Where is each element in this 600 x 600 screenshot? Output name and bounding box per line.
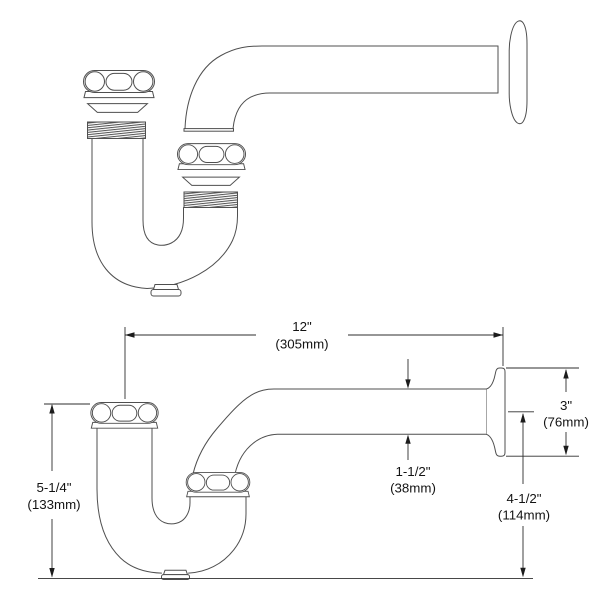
slip-nut-outlet xyxy=(176,143,247,171)
dimension-label: 12" xyxy=(292,319,312,334)
wall-bend-outer-wall xyxy=(184,45,499,130)
cleanout-collar xyxy=(152,284,180,290)
wall-bend-inner-wall xyxy=(234,433,487,475)
dimension-label-metric: (305mm) xyxy=(275,337,328,352)
slip-washer-outlet xyxy=(182,176,240,186)
arrowhead-left xyxy=(125,332,135,338)
dimension-trap-depth: 5-1/4" (133mm) xyxy=(27,403,90,578)
dimension-label: 5-1/4" xyxy=(36,480,71,495)
slip-nut-inlet xyxy=(83,70,155,99)
dimension-outlet-height: 4-1/2" (114mm) xyxy=(498,411,550,578)
arrowhead-up xyxy=(520,413,526,423)
dimension-label-metric: (114mm) xyxy=(498,508,550,523)
cleanout-plug xyxy=(161,569,190,580)
wall-bend-inner-wall xyxy=(232,92,499,130)
j-bend-outer-wall-left xyxy=(96,428,162,574)
arrowhead-up xyxy=(405,434,411,444)
cleanout-plug xyxy=(150,284,182,297)
j-bend-outer-wall xyxy=(91,138,238,290)
arrowhead-down xyxy=(49,568,55,578)
arrowhead-up xyxy=(563,369,569,379)
dimension-label: 1-1/2" xyxy=(395,464,430,479)
dimension-label: 3" xyxy=(560,398,572,413)
dimension-overall-length: 12" (305mm) xyxy=(124,319,504,399)
wall-bend-outer-wall xyxy=(192,388,487,475)
slip-nut-inlet xyxy=(90,401,159,429)
j-bend-inner-wall xyxy=(142,138,184,246)
dimension-label-metric: (133mm) xyxy=(27,497,80,512)
cleanout-collar xyxy=(162,569,189,576)
arrowhead-up xyxy=(49,404,55,414)
cleanout-cap xyxy=(150,289,182,297)
slip-washer-inlet xyxy=(87,103,148,113)
wall-flange xyxy=(508,20,528,125)
thread-collar-outlet xyxy=(183,191,238,208)
arrowhead-down xyxy=(405,379,411,389)
arrowhead-down xyxy=(520,567,526,578)
wall-bend-opening-rim xyxy=(183,128,234,132)
exploded-view xyxy=(83,20,528,297)
wall-flange xyxy=(486,367,506,457)
dimension-pipe-diameter: 1-1/2" (38mm) xyxy=(390,359,436,496)
dimensions: 12" (305mm) 5-1/4" (133mm) 3" (76mm) xyxy=(27,319,589,580)
arrowhead-right xyxy=(493,332,503,338)
dimension-label-metric: (76mm) xyxy=(543,415,589,430)
j-bend-outer-wall-right xyxy=(188,495,247,574)
j-bend-inner-wall xyxy=(151,428,191,525)
arrowhead-down xyxy=(563,445,569,456)
dimension-label-metric: (38mm) xyxy=(390,481,436,496)
dimension-label: 4-1/2" xyxy=(506,491,541,506)
slip-nut-outlet xyxy=(185,471,251,498)
dimension-flange-height: 3" (76mm) xyxy=(506,367,589,457)
thread-collar-inlet xyxy=(87,121,146,139)
dimensioned-view xyxy=(90,367,506,580)
